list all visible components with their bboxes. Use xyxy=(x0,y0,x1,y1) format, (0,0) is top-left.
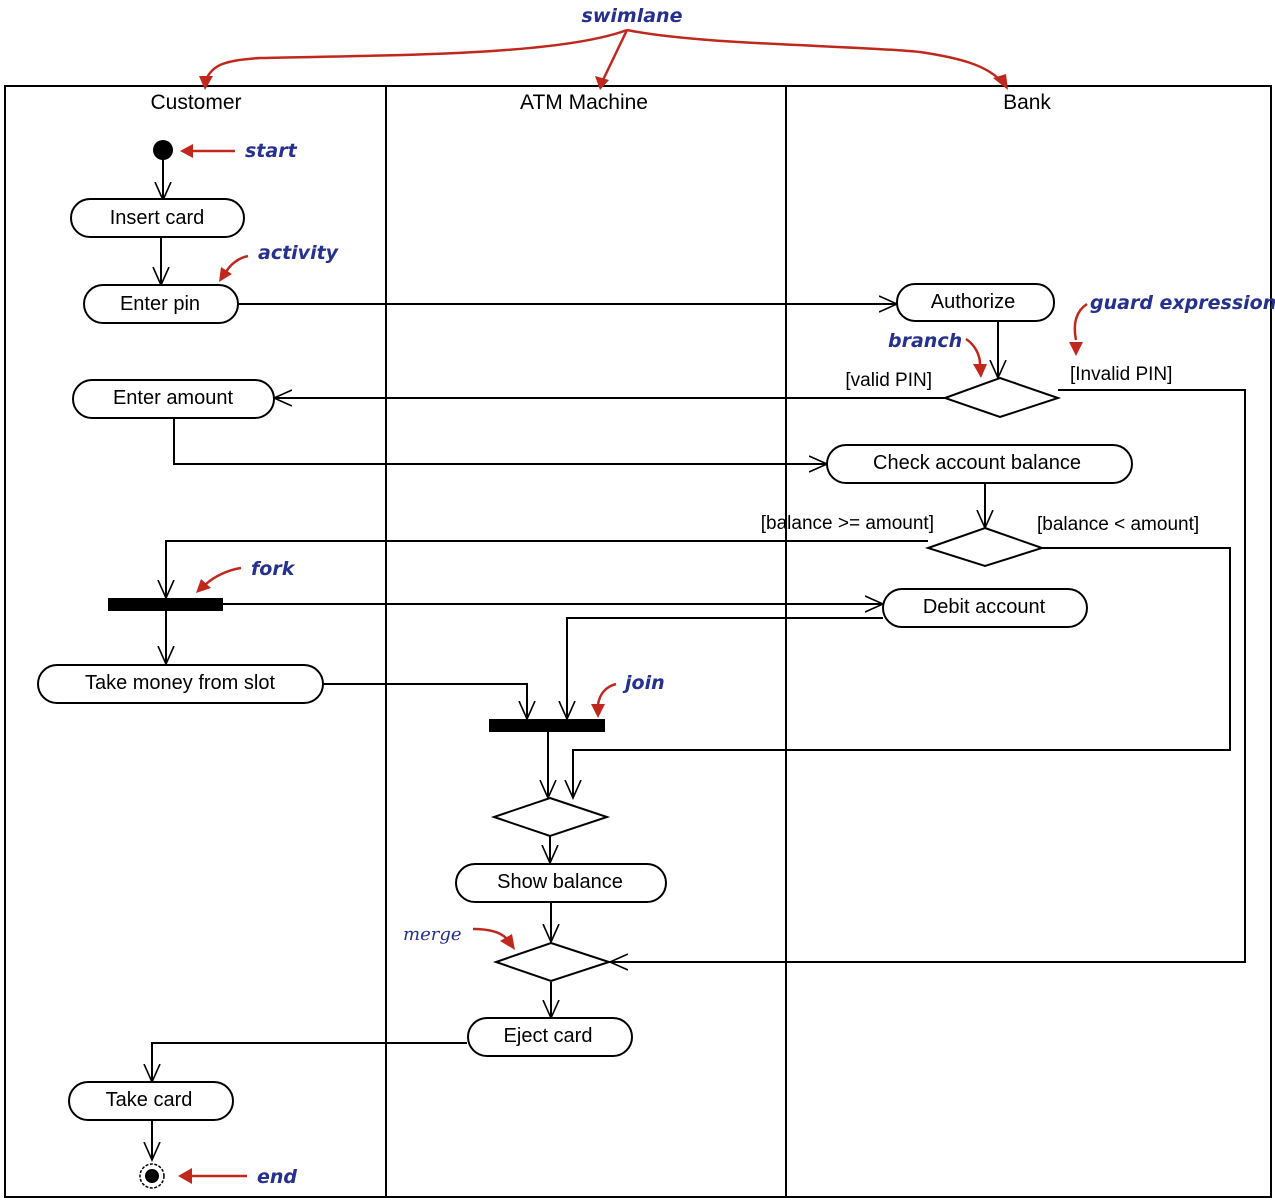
edge-balance-ok-fork xyxy=(166,540,928,598)
arrowhead-icon xyxy=(180,144,193,158)
activity-label: Take money from slot xyxy=(85,672,276,694)
activity-label: Eject card xyxy=(504,1025,593,1047)
annotation-guard-expression: guard expression xyxy=(1090,292,1275,314)
annotation-arrow-guard xyxy=(1073,302,1088,341)
activity-take-money-from-slot[interactable]: Take money from slot xyxy=(37,664,324,704)
lane-title-bank: Bank xyxy=(1003,91,1051,114)
annotation-merge: merge xyxy=(403,924,462,945)
arrowhead-icon xyxy=(595,76,609,90)
annotation-join: join xyxy=(622,672,665,694)
arrowhead-icon xyxy=(591,704,605,718)
lane-title-atm: ATM Machine xyxy=(520,91,648,114)
activity-shape xyxy=(882,588,1088,628)
merge-diamond-1[interactable] xyxy=(490,796,611,838)
annotation-arrow-activity xyxy=(224,254,249,273)
edge-debit-account-join xyxy=(567,617,883,719)
annotation-arrow-branch xyxy=(965,337,982,365)
annotation-branch: branch xyxy=(888,330,962,352)
activity-label: Enter pin xyxy=(120,293,200,315)
activity-debit-account[interactable]: Debit account xyxy=(882,588,1088,628)
activity-authorize[interactable]: Authorize xyxy=(896,283,1055,322)
annotation-activity: activity xyxy=(258,242,340,264)
swimlane-frame: Customer ATM Machine Bank xyxy=(4,85,1272,1198)
activity-label: Debit account xyxy=(923,596,1046,618)
lane-title-customer: Customer xyxy=(150,91,241,114)
edge-enter-amount-check-balance xyxy=(173,417,827,464)
end-node-inner xyxy=(145,1169,159,1183)
merge-diamond-2[interactable] xyxy=(492,941,613,983)
activity-shape xyxy=(68,1081,234,1121)
guard-invalid-pin: [Invalid PIN] xyxy=(1070,364,1172,385)
activity-show-balance[interactable]: Show balance xyxy=(455,863,667,903)
activity-shape xyxy=(83,284,239,324)
activity-shape xyxy=(37,664,324,704)
join-bar[interactable] xyxy=(489,719,605,732)
edge-balance-low-merge xyxy=(573,547,1231,798)
branch-pin-diamond[interactable] xyxy=(942,376,1062,419)
activity-take-card[interactable]: Take card xyxy=(68,1081,234,1121)
activity-shape xyxy=(896,283,1055,322)
edge-invalid-pin-merge xyxy=(610,389,1246,962)
nodes: Insert card Enter pin Authorize Enter am… xyxy=(37,140,1133,1189)
annotation-fork: fork xyxy=(251,558,296,580)
activity-enter-amount[interactable]: Enter amount xyxy=(72,379,275,419)
arrowhead-icon xyxy=(178,1168,192,1184)
activity-enter-pin[interactable]: Enter pin xyxy=(83,284,239,324)
annotation-start: start xyxy=(245,140,298,162)
arrowhead-icon xyxy=(1069,342,1083,356)
activity-label: Show balance xyxy=(497,871,623,893)
arrowhead-icon xyxy=(219,267,232,282)
arrowhead-icon xyxy=(196,579,211,593)
activity-shape xyxy=(455,863,667,903)
activity-check-account-balance[interactable]: Check account balance xyxy=(826,444,1133,484)
arrowhead-icon xyxy=(199,76,213,90)
activity-shape xyxy=(826,444,1133,484)
arrowhead-icon xyxy=(973,364,987,378)
activity-shape xyxy=(467,1017,633,1057)
activity-shape xyxy=(72,379,275,419)
activity-label: Take card xyxy=(106,1089,193,1111)
branch-balance-diamond[interactable] xyxy=(924,526,1046,568)
edge-eject-card-take-card xyxy=(152,1042,467,1082)
annotation-arrow-join xyxy=(596,682,617,705)
annotation-arrow-fork xyxy=(205,566,242,585)
guard-balance-ok: [balance >= amount] xyxy=(761,513,934,534)
activity-label: Enter amount xyxy=(113,387,234,409)
annotation-end: end xyxy=(257,1166,297,1188)
edge-take-money-join xyxy=(322,683,527,719)
guard-balance-low: [balance < amount] xyxy=(1037,514,1199,535)
start-node[interactable] xyxy=(153,140,173,160)
arrowhead-icon xyxy=(993,74,1008,90)
swimlane-border xyxy=(4,85,1272,1198)
annotation-arrow-swimlane-customer xyxy=(204,28,628,81)
guard-labels: [valid PIN] [Invalid PIN] [balance >= am… xyxy=(761,364,1199,535)
guard-valid-pin: [valid PIN] xyxy=(845,370,932,391)
activity-label: Check account balance xyxy=(873,452,1081,474)
annotation-arrow-swimlane-atm xyxy=(601,29,629,81)
activity-label: Authorize xyxy=(931,291,1016,313)
fork-bar[interactable] xyxy=(108,598,223,611)
annotations: swimlane start activity guard expression… xyxy=(178,5,1275,1188)
annotation-arrow-merge xyxy=(472,927,507,939)
activity-shape xyxy=(70,198,245,238)
activity-eject-card[interactable]: Eject card xyxy=(467,1017,633,1057)
arrowhead-icon xyxy=(500,934,515,950)
edges xyxy=(152,160,1246,1160)
annotation-swimlane: swimlane xyxy=(582,5,683,27)
activity-label: Insert card xyxy=(110,207,204,229)
activity-insert-card[interactable]: Insert card xyxy=(70,198,245,238)
annotation-arrow-swimlane-bank xyxy=(626,28,1001,81)
end-node[interactable] xyxy=(139,1163,165,1189)
